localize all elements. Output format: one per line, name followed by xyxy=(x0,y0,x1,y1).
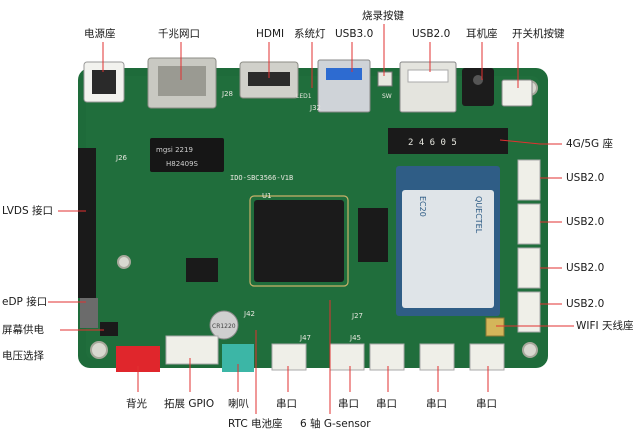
label-uart-4: 串口 xyxy=(426,398,447,410)
hdmi-port-mouth xyxy=(248,72,290,86)
label-burn-key: 烧录按键 xyxy=(362,10,404,22)
label-earphone: 耳机座 xyxy=(466,28,498,40)
earphone-jack xyxy=(462,68,494,106)
silk-j45: J45 xyxy=(349,334,361,342)
chip-eth-brand: mgsi 2219 xyxy=(156,146,193,154)
silk-j26: J26 xyxy=(115,154,128,162)
screen-power-jumper xyxy=(100,322,118,336)
label-screen-power-2: 电压选择 xyxy=(2,350,44,362)
silk-j47: J47 xyxy=(299,334,311,342)
label-edp: eDP 接口 xyxy=(2,296,48,308)
label-wifi-ant: WIFI 天线座 xyxy=(576,320,634,332)
usb2-right-conn-1 xyxy=(517,159,541,201)
lte-module-shield xyxy=(402,190,494,308)
silk-j28: J28 xyxy=(221,90,233,98)
label-usb20-top: USB2.0 xyxy=(412,28,451,40)
lte-slot xyxy=(388,128,508,154)
usb2-right-conn-2 xyxy=(517,203,541,245)
burn-key-button xyxy=(377,71,393,87)
label-usb20-r4: USB2.0 xyxy=(566,298,605,310)
label-usb20-r3: USB2.0 xyxy=(566,262,605,274)
mount-hole-ml xyxy=(117,255,131,269)
label-usb30: USB3.0 xyxy=(335,28,374,40)
silk-model: IDO-SBC3566-V1B xyxy=(230,174,293,182)
power-switch xyxy=(501,79,533,107)
memory-chip-1 xyxy=(358,208,388,262)
silk-sw: SW xyxy=(382,93,392,100)
battery-text: CR1220 xyxy=(212,323,236,330)
label-gsensor: 6 轴 G-sensor xyxy=(300,418,371,430)
mount-hole-br xyxy=(522,342,538,358)
label-gpio: 拓展 GPIO xyxy=(164,398,215,410)
uart-connector-5 xyxy=(469,343,505,371)
label-hdmi: HDMI xyxy=(256,28,285,40)
uart-connector-1 xyxy=(271,343,307,371)
label-uart-2: 串口 xyxy=(338,398,359,410)
label-usb20-r2: USB2.0 xyxy=(566,216,605,228)
uart-connector-2 xyxy=(329,343,365,371)
silk-j32: J32 xyxy=(309,104,321,112)
usb2-right-conn-4 xyxy=(517,291,541,333)
soc-chip-frame xyxy=(249,195,349,287)
uart-connector-3 xyxy=(369,343,405,371)
edp-header xyxy=(80,298,98,328)
label-lte-slot: 4G/5G 座 xyxy=(566,138,614,150)
power-jack-inner xyxy=(92,70,116,94)
soc-chip xyxy=(254,200,344,282)
slot-text: 2 4 6 0 5 xyxy=(408,138,457,148)
silk-u1: U1 xyxy=(262,192,272,200)
usb2-right-conn-3 xyxy=(517,247,541,289)
label-power-jack: 电源座 xyxy=(84,28,116,40)
label-usb20-r1: USB2.0 xyxy=(566,172,605,184)
lan-port-mouth xyxy=(158,66,206,96)
label-power-switch: 开关机按键 xyxy=(512,28,565,40)
memory-chip-2 xyxy=(186,258,218,282)
usb2-top-port-mouth xyxy=(407,69,449,83)
gpio-connector xyxy=(165,335,219,365)
silk-j27: J27 xyxy=(351,312,363,320)
label-screen-power-1: 屏幕供电 xyxy=(2,324,44,336)
label-speaker: 喇叭 xyxy=(228,398,249,410)
label-rtc: RTC 电池座 xyxy=(228,418,283,430)
rtc-battery xyxy=(209,310,239,340)
label-lvds: LVDS 接口 xyxy=(2,205,53,217)
lvds-header xyxy=(78,148,96,298)
usb3-port-blue xyxy=(326,68,362,80)
silk-j42: J42 xyxy=(243,310,255,318)
usb3-port xyxy=(317,59,371,113)
leader-lines xyxy=(48,24,574,414)
chip-eth-model: H82409S xyxy=(166,160,199,168)
label-uart-5: 串口 xyxy=(476,398,497,410)
silk-led: LED1 xyxy=(296,93,312,100)
label-uart-1: 串口 xyxy=(276,398,297,410)
label-sys-led: 系统灯 xyxy=(294,28,326,40)
mount-hole-bl xyxy=(90,341,108,359)
label-uart-3: 串口 xyxy=(376,398,397,410)
uart-connector-4 xyxy=(419,343,455,371)
label-gigabit-lan: 千兆网口 xyxy=(158,28,200,40)
module-brand: QUECTEL xyxy=(474,196,483,234)
wifi-antenna-connector xyxy=(485,317,505,337)
ethernet-chip xyxy=(150,138,224,172)
leader-lte xyxy=(499,139,562,145)
label-backlight: 背光 xyxy=(126,398,147,410)
earphone-jack-hole xyxy=(473,75,483,85)
module-model: EC20 xyxy=(418,196,427,217)
